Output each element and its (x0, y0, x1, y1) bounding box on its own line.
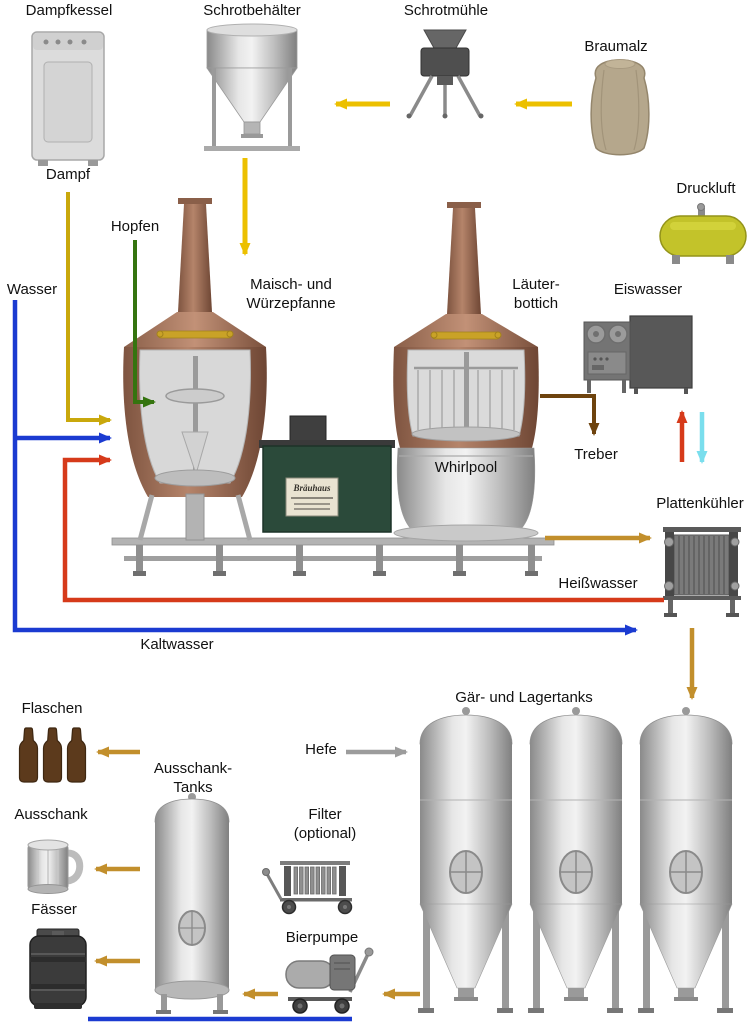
label-whirlpool: Whirlpool (434, 459, 498, 476)
lauter-tun (393, 202, 539, 448)
arrow-hops-to-kettle (133, 240, 156, 408)
beer-filter (262, 861, 353, 915)
grist-mill (406, 29, 484, 119)
mash-wort-kettle (123, 198, 267, 541)
label-eiswasser: Eiswasser (613, 281, 683, 298)
label-schrotmuehle: Schrotmühle (403, 2, 489, 19)
beer-keg (29, 928, 87, 1009)
label-ausschank-tanks: Ausschank- Tanks (153, 760, 233, 796)
label-plattenkuehler: Plattenkühler (656, 495, 744, 512)
fermentation-tank-2 (527, 706, 624, 1014)
brauhaus-sign-text: Bräuhaus (293, 483, 331, 493)
label-treber: Treber (574, 446, 618, 463)
label-laeuterbottich: Läuter- bottich (512, 276, 560, 312)
label-kaltwasser: Kaltwasser (140, 636, 214, 653)
label-hefe: Hefe (305, 741, 337, 758)
label-heisswasser: Heißwasser (558, 575, 638, 592)
label-schrotbehaelter: Schrotbehälter (203, 2, 301, 19)
arrow-steam-to-kettle (66, 192, 112, 426)
grist-hopper (204, 23, 300, 151)
label-flaschen: Flaschen (21, 700, 83, 717)
control-cabinet (259, 415, 395, 533)
beer-bottles (18, 727, 87, 783)
label-dampfkessel: Dampfkessel (25, 2, 113, 19)
beer-mug (27, 839, 84, 894)
malt-sack (590, 59, 650, 156)
beer-pump (285, 947, 374, 1014)
brewhouse-platform (111, 537, 555, 576)
serving-tank (154, 793, 230, 1014)
label-gaer-und-lagertanks: Gär- und Lagertanks (455, 689, 593, 706)
label-ausschank: Ausschank (14, 806, 88, 823)
label-maisch-wuerzepfanne: Maisch- und Würzepfanne (246, 276, 336, 312)
label-filter-optional: Filter (optional) (293, 806, 357, 842)
line-hot-water-return (62, 454, 664, 603)
label-druckluft: Druckluft (676, 180, 736, 197)
arrow-spent-grain (540, 394, 600, 436)
line-cold-water-main (12, 300, 638, 636)
label-dampf: Dampf (45, 166, 91, 183)
brewhouse (111, 198, 555, 576)
ice-water-chiller (583, 315, 693, 394)
fermentation-tank-1 (417, 706, 514, 1014)
label-hopfen: Hopfen (110, 218, 160, 235)
plate-cooler (663, 527, 741, 617)
label-braumalz: Braumalz (584, 38, 648, 55)
label-faesser: Fässer (31, 901, 77, 918)
fermentation-tank-3 (637, 706, 734, 1014)
whirlpool-vessel (393, 447, 539, 542)
label-bierpumpe: Bierpumpe (285, 929, 359, 946)
label-wasser: Wasser (6, 281, 58, 298)
compressed-air-tank (659, 203, 747, 264)
steam-boiler (31, 31, 105, 166)
